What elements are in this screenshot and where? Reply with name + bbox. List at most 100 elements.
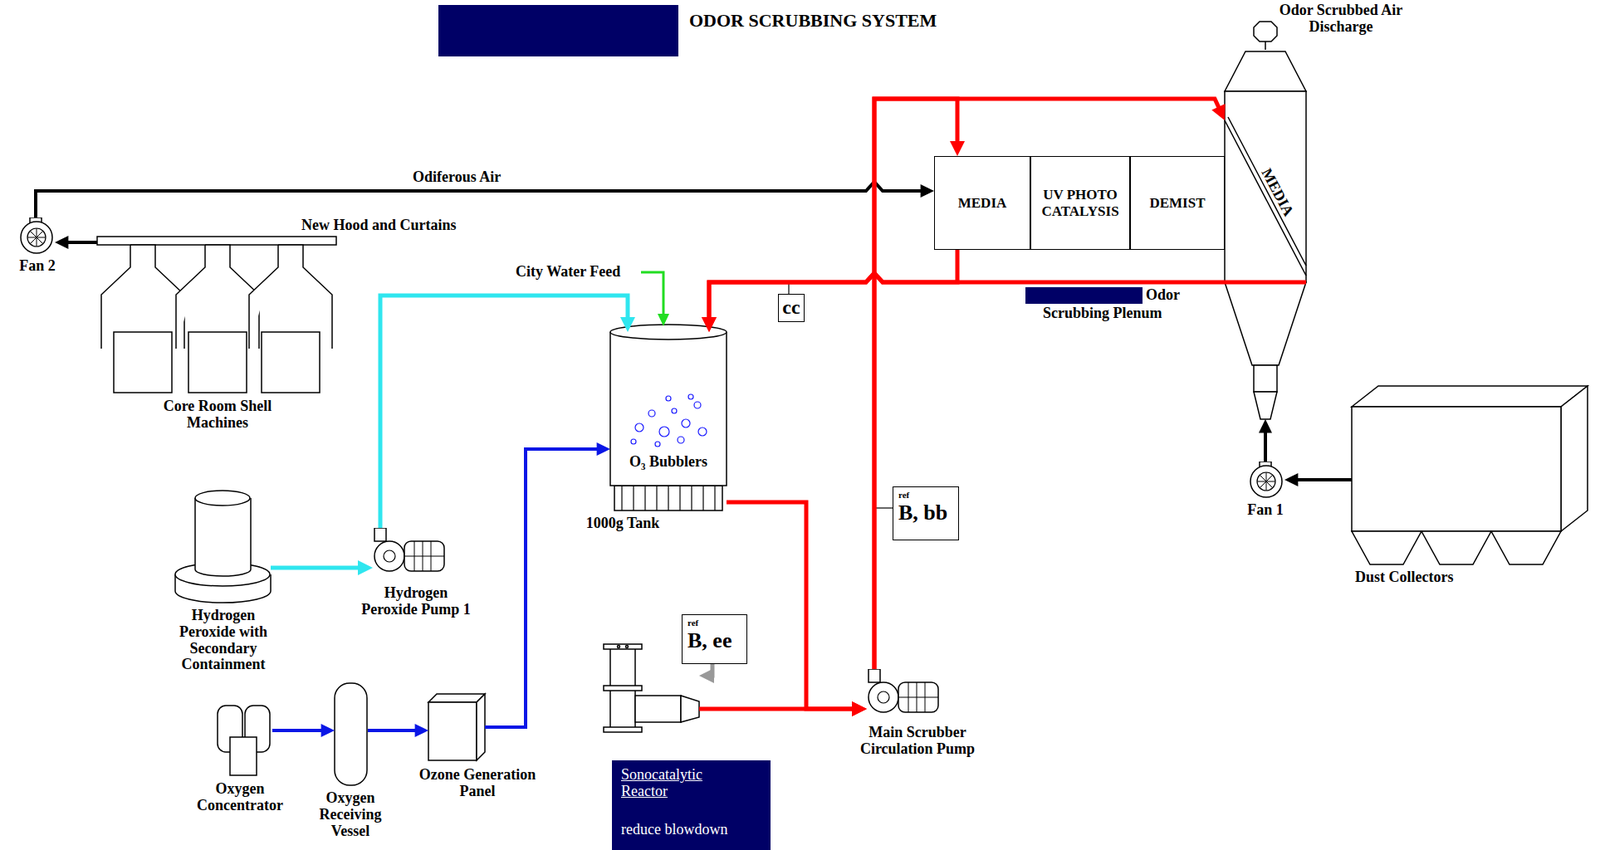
reactor-symbol <box>603 727 642 733</box>
fan-symbol <box>20 217 53 254</box>
connector-line <box>63 240 98 245</box>
connector <box>701 249 958 333</box>
arrowhead <box>415 724 429 738</box>
process-box: DEMIST <box>1130 156 1225 250</box>
bubbles <box>681 419 690 428</box>
water-feed-line <box>640 272 670 327</box>
node-text: Core Room Shell Machines <box>146 398 289 432</box>
edge-label: Odiferous Air <box>411 169 503 186</box>
dust-collector <box>1351 406 1561 532</box>
connector <box>874 98 1226 670</box>
node-text: MEDIA <box>1253 159 1300 226</box>
water-feed-line <box>640 272 664 314</box>
connector <box>699 701 867 717</box>
connector <box>701 273 1225 333</box>
connector <box>380 295 636 529</box>
node-text: Fan 1 <box>1236 502 1295 519</box>
connector-line <box>272 729 326 733</box>
tank-symbol <box>610 324 727 511</box>
node-text: Fan 2 <box>8 258 67 275</box>
connector <box>35 181 935 218</box>
arrowhead <box>620 317 636 333</box>
connector-line <box>709 249 958 322</box>
water-feed-line <box>657 313 670 327</box>
connector-line <box>726 502 857 710</box>
peroxide-tank <box>195 490 250 506</box>
connector <box>1284 473 1352 487</box>
arrowhead <box>357 560 373 576</box>
scrubber-tower <box>1224 51 1307 92</box>
arrowhead <box>596 442 611 456</box>
connector-line <box>1263 428 1268 462</box>
connector <box>726 502 867 717</box>
node-text: UV PHOTO CATALYSIS <box>1031 156 1130 250</box>
hood: New Hood and CurtainsCore Room Shell Mac… <box>97 236 337 393</box>
arrowhead <box>701 317 717 333</box>
ozone-panel <box>428 702 477 761</box>
node-text: Dust Collectors <box>1355 569 1497 587</box>
bubbles <box>677 436 685 444</box>
node-text: cc <box>778 294 804 322</box>
process-box: UV PHOTO CATALYSIS <box>1030 156 1131 250</box>
node-text: MEDIA <box>934 156 1030 250</box>
area-label: Odor <box>1145 287 1180 304</box>
dust-collector <box>1351 386 1588 407</box>
arrowhead <box>1211 103 1225 121</box>
reactor-symbol <box>626 645 629 649</box>
ozone-panel <box>428 694 485 703</box>
node-text: Oxygen Receiving Vessel <box>307 790 394 840</box>
bubbles <box>698 427 707 436</box>
node-text: DEMIST <box>1130 156 1224 250</box>
node-text: ref <box>687 617 721 628</box>
reference-box: refB, ee <box>681 614 748 665</box>
bubbles <box>688 394 694 400</box>
oxygen-concentrator <box>229 737 257 776</box>
node-text: B, bb <box>898 501 959 526</box>
connector <box>1258 419 1273 462</box>
node-text: ref <box>898 489 932 500</box>
fan: Fan 2 <box>16 217 55 255</box>
arrowhead <box>851 701 867 717</box>
hood-symbol <box>97 236 337 245</box>
connector-line <box>709 273 1225 322</box>
node-text: New Hood and Curtains <box>301 217 501 235</box>
redaction-box <box>1025 287 1143 304</box>
node-text: Oxygen Concentrator <box>190 781 289 815</box>
scrubber-tower <box>1224 21 1307 420</box>
dust-collector <box>1351 531 1422 565</box>
reactor-symbol <box>680 695 700 723</box>
bubbles <box>694 401 701 409</box>
reactor-symbol <box>603 644 642 650</box>
arrowhead <box>54 235 69 250</box>
reference-box: cc <box>777 293 805 323</box>
connector <box>484 442 611 728</box>
dust-collector: Dust Collectors <box>1351 386 1592 532</box>
bubbles <box>671 408 677 414</box>
bubbles <box>648 410 656 417</box>
scrubber-tower <box>1224 117 1307 276</box>
arrowhead <box>321 724 335 738</box>
connector <box>54 235 98 250</box>
connector <box>272 724 335 738</box>
pump-symbol <box>374 528 445 572</box>
reactor-symbol <box>617 645 621 649</box>
dust-collector <box>1560 386 1588 532</box>
tank-symbol <box>610 332 727 486</box>
connector-line <box>367 729 420 733</box>
connector-line <box>270 566 363 571</box>
plenum-pipe <box>1224 280 1307 285</box>
connector <box>699 664 715 684</box>
leader-line <box>787 283 789 294</box>
reactor-symbol <box>603 685 642 691</box>
peroxide-tank <box>175 490 271 603</box>
scrubber-tower <box>1253 365 1278 392</box>
arrowhead <box>701 317 717 333</box>
hood-symbol <box>97 236 337 393</box>
pump-symbol <box>868 669 939 713</box>
oxygen-concentrator <box>217 705 270 776</box>
dust-collector <box>1491 531 1561 565</box>
bubbles <box>631 394 707 447</box>
reactor-symbol <box>635 695 681 723</box>
oxygen-concentrator: Oxygen Concentrator <box>215 704 273 776</box>
bubbles <box>655 441 661 447</box>
